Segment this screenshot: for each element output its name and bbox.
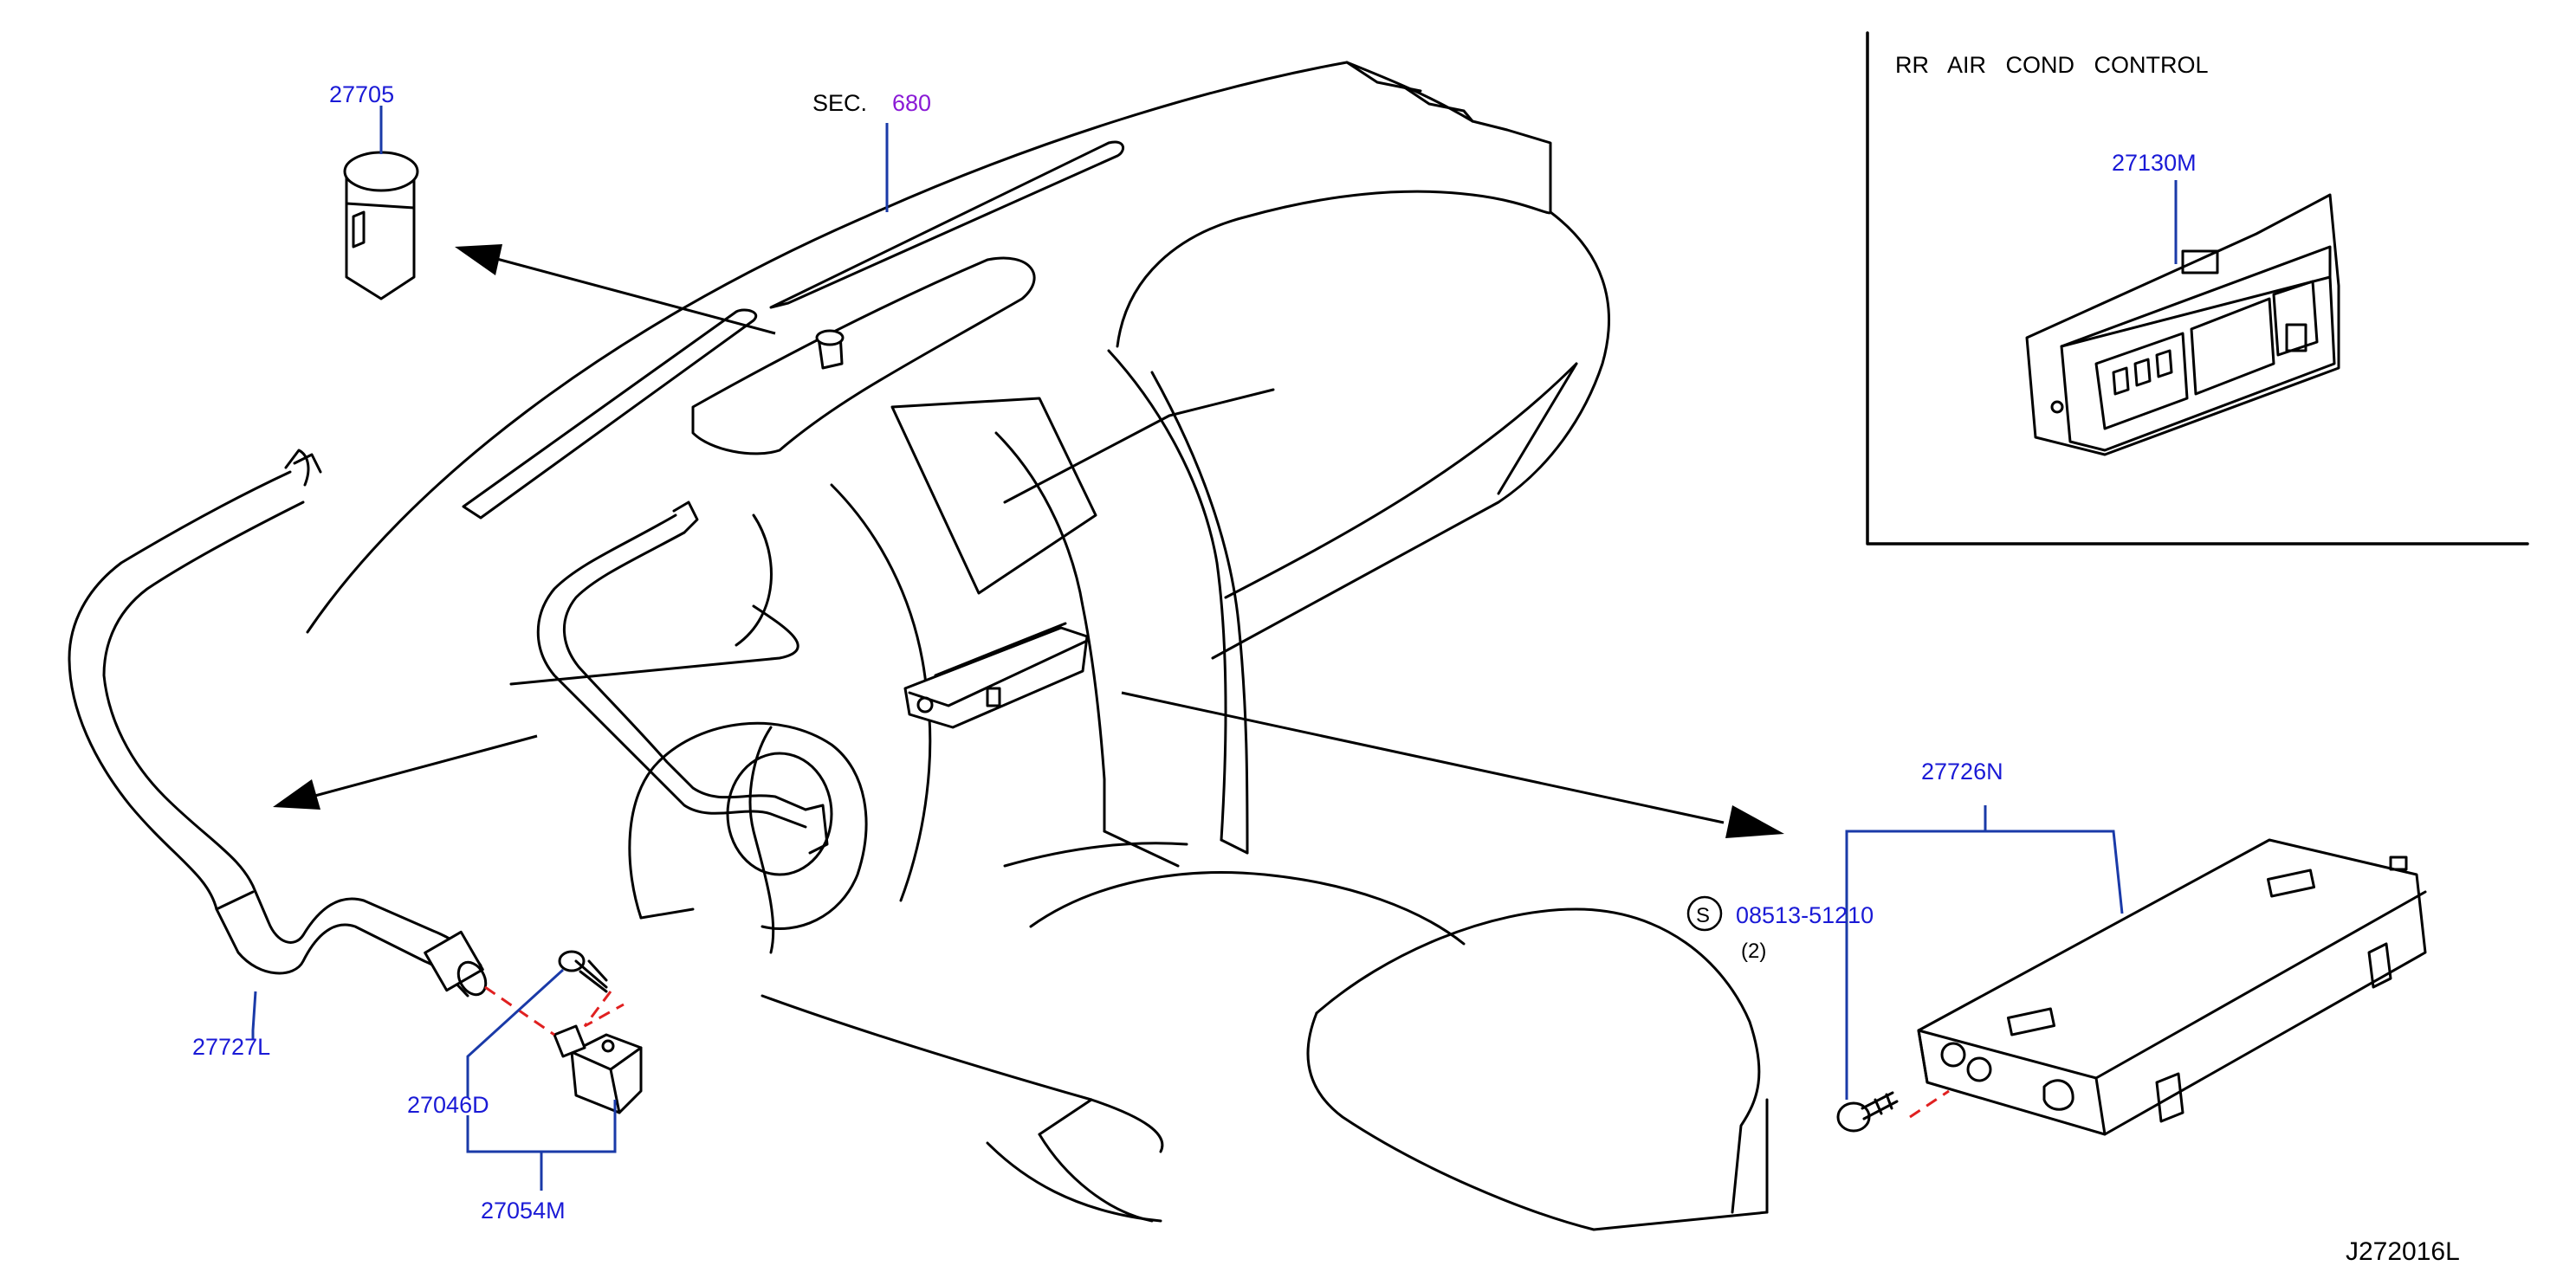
label-27727L: 27727L: [192, 1034, 270, 1060]
section-prefix: SEC.: [812, 90, 867, 116]
part-27046D: [558, 950, 608, 993]
label-27054M: 27054M: [481, 1198, 566, 1224]
label-27726N: 27726N: [1921, 759, 2003, 785]
label-27705: 27705: [329, 81, 394, 107]
part-27726N: [1917, 838, 2427, 1136]
inset-title: RR AIR COND CONTROL: [1895, 52, 2209, 78]
part-27705: [343, 151, 419, 300]
module-center: [903, 622, 1089, 729]
screw-08513-51210: [1836, 1091, 1899, 1133]
inset-panel: RR AIR COND CONTROL: [1866, 31, 2529, 546]
part-27054M: [553, 1024, 643, 1114]
dashboard-outline: [306, 61, 1769, 1231]
label-27046D: 27046D: [407, 1092, 489, 1118]
label-screw-number: 08513-51210: [1736, 902, 1874, 928]
label-screw-qty: (2): [1741, 940, 1766, 963]
screw-symbol-circle: [1686, 895, 1723, 932]
section-number: 680: [892, 90, 931, 116]
duct-middle: [536, 500, 829, 855]
assembly-lines: [484, 985, 1950, 1119]
duct-27727L: [68, 449, 488, 998]
screw-symbol: S: [1696, 904, 1710, 927]
steering-wheel: [628, 721, 868, 930]
clip-center: [815, 329, 845, 370]
part-27130M: [2025, 193, 2340, 456]
label-27130M: 27130M: [2112, 150, 2197, 176]
figure-code: J272016L: [2346, 1237, 2460, 1266]
leader-lines: [251, 106, 2178, 1191]
arrows: [273, 244, 1784, 838]
labels: 27705 SEC. 680 27130M 27726N S 08513-512…: [192, 81, 2460, 1266]
